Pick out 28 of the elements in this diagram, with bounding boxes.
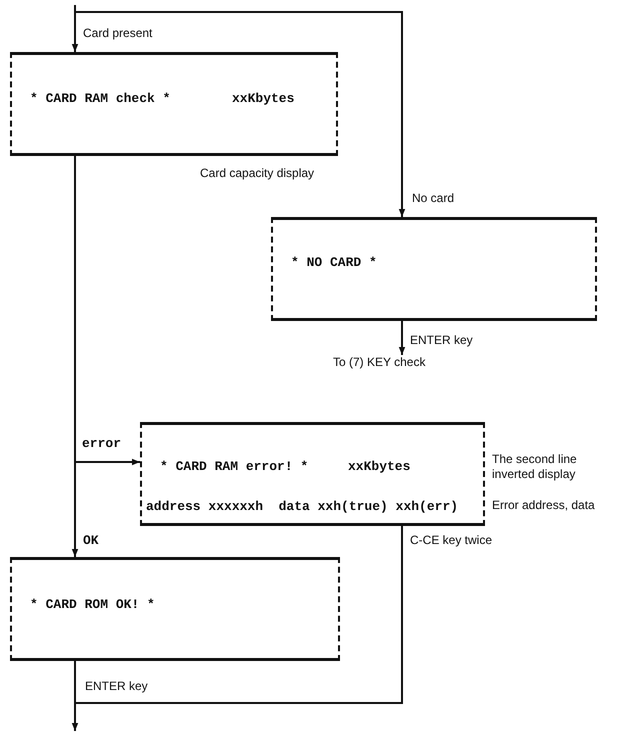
arrow bbox=[72, 661, 78, 731]
edge-label: C-CE key twice bbox=[410, 533, 492, 548]
edge-label: OK bbox=[83, 533, 99, 548]
annotation-text: Card capacity display bbox=[200, 166, 314, 181]
note-text: To (7) KEY check bbox=[333, 355, 443, 371]
arrow bbox=[72, 156, 78, 557]
edge-label: ENTER key bbox=[85, 679, 148, 694]
arrow bbox=[72, 5, 78, 52]
screen-text: * CARD RAM error! * bbox=[160, 459, 308, 475]
screen-text: * NO CARD * bbox=[291, 255, 377, 271]
edge-label: ENTER key bbox=[410, 333, 473, 348]
screen-text: * CARD ROM OK! * bbox=[30, 597, 155, 613]
annotation-text: Error address, data bbox=[492, 498, 595, 513]
annotation-text: The second line inverted display bbox=[492, 452, 578, 482]
edge-label: Card present bbox=[83, 26, 152, 41]
connector-line bbox=[75, 526, 403, 704]
display-screen-box bbox=[271, 217, 597, 321]
screen-text: xxKbytes bbox=[232, 91, 294, 107]
display-screen-box bbox=[10, 52, 338, 156]
screen-text: * CARD RAM check * bbox=[30, 91, 170, 107]
display-screen-box bbox=[140, 422, 485, 526]
display-screen-box bbox=[10, 557, 340, 661]
arrow bbox=[398, 321, 406, 355]
edge-label: No card bbox=[412, 191, 454, 206]
edge-label: error bbox=[82, 436, 122, 451]
arrow bbox=[75, 11, 406, 217]
screen-text: xxKbytes bbox=[348, 459, 410, 475]
screen-text: address xxxxxxh data xxh(true) xxh(err) bbox=[146, 499, 458, 515]
